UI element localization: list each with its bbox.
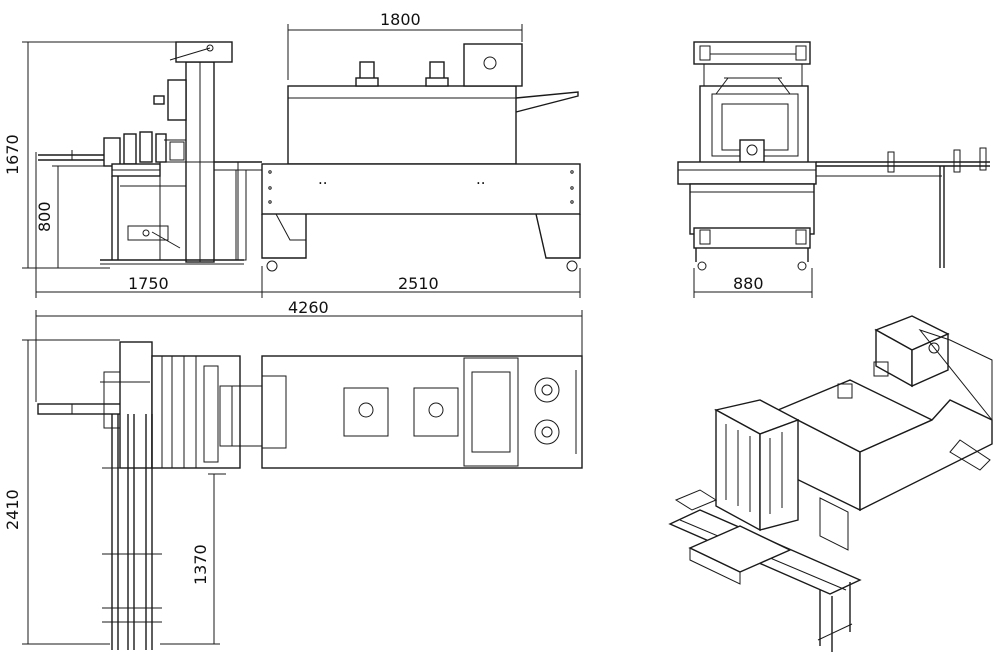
dim-880: 880 (693, 268, 813, 298)
svg-text:..: .. (318, 170, 328, 188)
dim-1370-label: 1370 (191, 544, 210, 585)
side-view: 1800 1670 800 (3, 10, 581, 298)
dim-2410-label: 2410 (3, 489, 22, 530)
dim-880-label: 880 (733, 274, 764, 293)
end-view: 880 (677, 41, 990, 298)
dim-1670: 1670 (3, 41, 200, 269)
svg-text:..: .. (476, 170, 486, 188)
dim-1800: 1800 (287, 10, 523, 80)
dim-1750-label: 1750 (128, 274, 169, 293)
dim-4260: 4260 (35, 298, 583, 402)
dim-4260-label: 4260 (288, 298, 329, 317)
dim-1750-2510: 1750 2510 (35, 152, 581, 298)
dim-800: 800 (35, 165, 104, 268)
tunnel-side: .. .. (261, 43, 581, 272)
dim-2510-label: 2510 (398, 274, 439, 293)
dim-1800-label: 1800 (380, 10, 421, 29)
isometric-view (668, 315, 993, 652)
dim-1670-label: 1670 (3, 134, 22, 175)
wrapper-side (38, 41, 262, 265)
top-view: 4260 2410 1370 (3, 298, 583, 650)
dim-1370: 1370 (160, 473, 226, 645)
dim-2410: 2410 (3, 339, 120, 645)
dim-800-label: 800 (35, 201, 54, 232)
